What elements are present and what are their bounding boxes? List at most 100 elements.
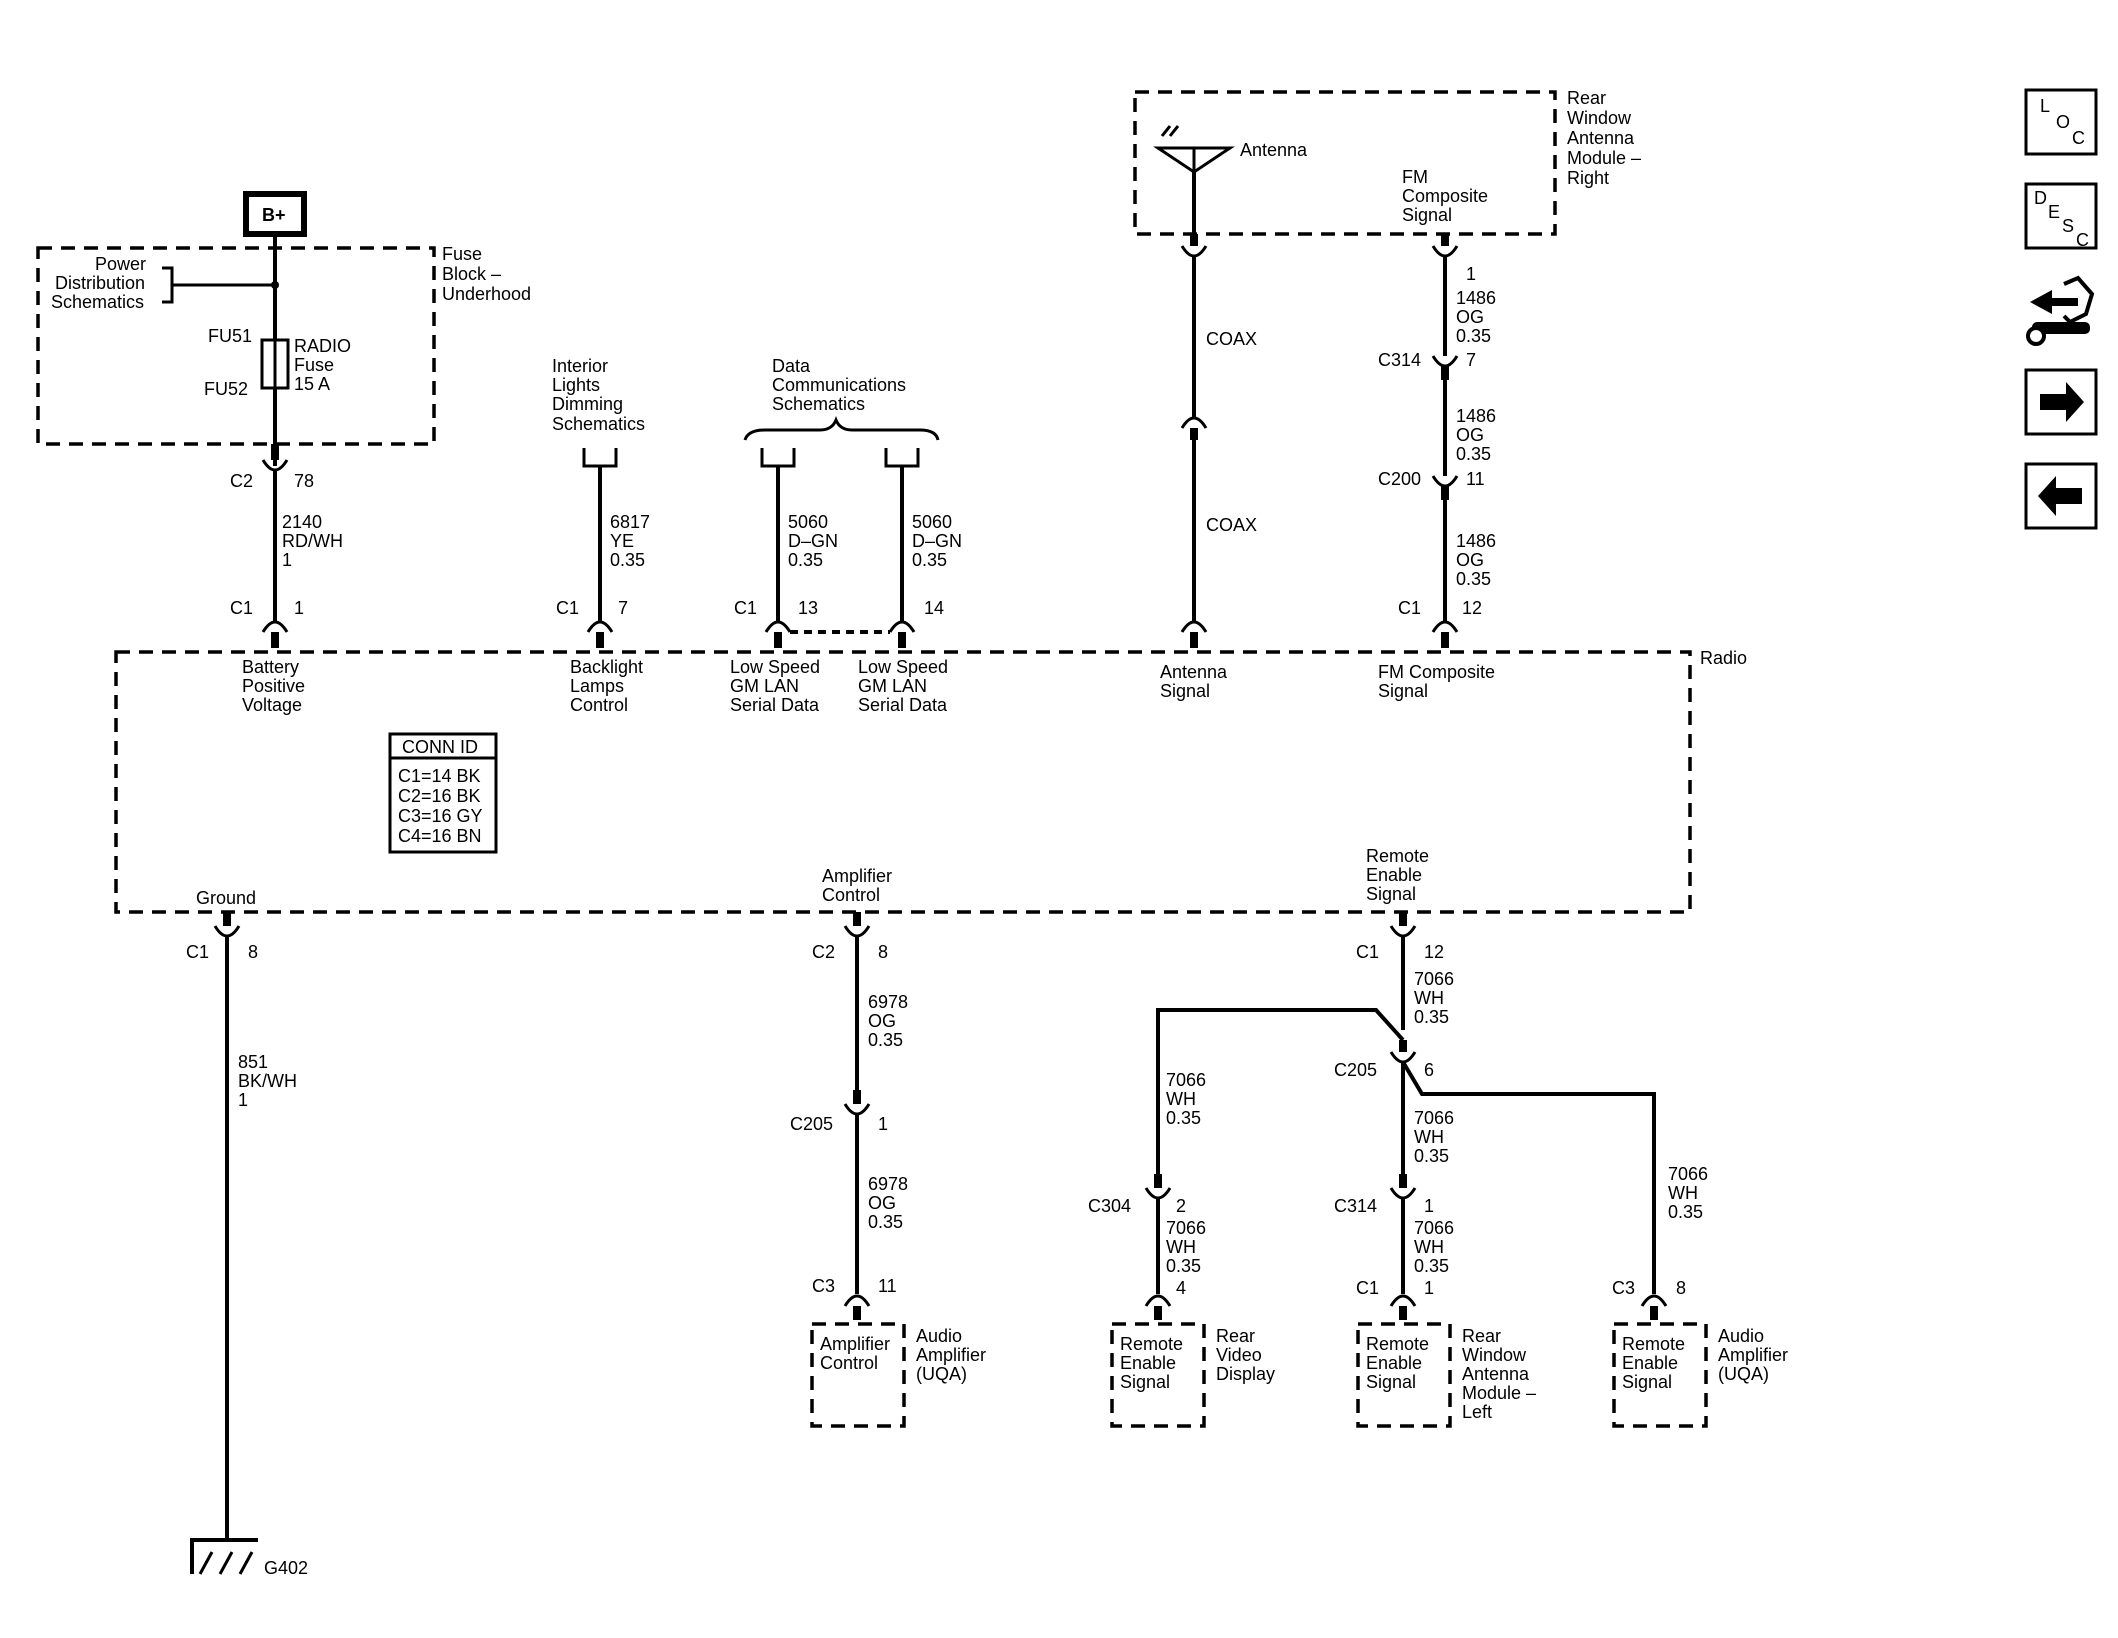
- diagram-label: C205: [790, 1114, 833, 1134]
- diagram-label: Audio: [916, 1326, 962, 1346]
- diagram-label: E: [2048, 202, 2060, 222]
- diagram-label: Audio: [1718, 1326, 1764, 1346]
- diagram-label: OG: [1456, 550, 1484, 570]
- diagram-label: C314: [1334, 1196, 1377, 1216]
- diagram-label: Signal: [1366, 1372, 1416, 1392]
- diagram-label: OG: [868, 1011, 896, 1031]
- diagram-label: 1: [294, 598, 304, 618]
- diagram-label: D: [2034, 188, 2047, 208]
- diagram-label: C: [2072, 128, 2085, 148]
- diagram-label: 0.35: [1166, 1256, 1201, 1276]
- diagram-label: Display: [1216, 1364, 1275, 1384]
- diagram-label: FM Composite: [1378, 662, 1495, 682]
- diagram-label: C3=16 GY: [398, 806, 483, 826]
- diagram-label: Voltage: [242, 695, 302, 715]
- diagram-label: 0.35: [788, 550, 823, 570]
- diagram-label: 6978: [868, 992, 908, 1012]
- diagram-label: C: [2076, 230, 2089, 250]
- diagram-label: Signal: [1366, 884, 1416, 904]
- diagram-label: Rear: [1216, 1326, 1255, 1346]
- antenna-module-title: Rear Window Antenna Module – Right: [1567, 88, 1641, 188]
- diagram-label: C3: [812, 1276, 835, 1296]
- diagram-label: FU51: [208, 326, 252, 346]
- diagram-label: C1: [186, 942, 209, 962]
- diagram-label: BK/WH: [238, 1071, 297, 1091]
- diagram-label: 4: [1176, 1278, 1186, 1298]
- battery-wire: C2 78 2140 RD/WH 1 C1 1: [230, 444, 343, 648]
- amplifier-control-wire: C2 8 6978 OG 0.35 C205 1 6978 OG 0.35 C3…: [790, 912, 908, 1320]
- connector-tool-button[interactable]: [2026, 275, 2095, 346]
- diagram-label: Schematics: [552, 414, 645, 434]
- antenna-signal-label: Antenna Signal: [1160, 662, 1228, 701]
- diagram-label: Antenna: [1567, 128, 1635, 148]
- ground-circuit: Ground C1 8 851 BK/WH 1 G402: [186, 888, 308, 1578]
- diagram-label: C2: [230, 471, 253, 491]
- diagram-label: 11: [1466, 469, 1485, 489]
- diagram-label: Enable: [1622, 1353, 1678, 1373]
- remote-branch-antenna-left: 7066 WH 0.35 C314 1 7066 WH 0.35 C1 1 Re…: [1334, 1062, 1536, 1428]
- diagram-label: Rear: [1462, 1326, 1501, 1346]
- diagram-label: 0.35: [1456, 326, 1491, 346]
- diagram-label: WH: [1668, 1183, 1698, 1203]
- diagram-label: C1: [1398, 598, 1421, 618]
- diagram-label: 6817: [610, 512, 650, 532]
- diagram-label: Schematics: [772, 394, 865, 414]
- interior-lights-ref: Interior Lights Dimming Schematics: [552, 356, 645, 468]
- diagram-label: Amplifier: [820, 1334, 890, 1354]
- diagram-label: D–GN: [912, 531, 962, 551]
- diagram-label: COAX: [1206, 329, 1257, 349]
- diagram-label: C2=16 BK: [398, 786, 481, 806]
- diagram-label: RADIO: [294, 336, 351, 356]
- diagram-label: Battery: [242, 657, 299, 677]
- diagram-label: 0.35: [1166, 1108, 1201, 1128]
- diagram-label: C4=16 BN: [398, 826, 482, 846]
- diagram-label: Serial Data: [858, 695, 948, 715]
- diagram-label: S: [2062, 216, 2074, 236]
- diagram-label: 12: [1462, 598, 1482, 618]
- diagram-label: 1486: [1456, 406, 1496, 426]
- diagram-label: 7066: [1414, 969, 1454, 989]
- diagram-label: Data: [772, 356, 811, 376]
- diagram-label: Distribution: [55, 273, 145, 293]
- loc-button[interactable]: L O C: [2024, 88, 2098, 156]
- diagram-label: 1: [1424, 1196, 1434, 1216]
- power-distribution-ref: Power Distribution Schematics: [51, 254, 279, 312]
- diagram-label: Schematics: [51, 292, 144, 312]
- remote-enable-trunk: C1 12 7066 WH 0.35 C205 6: [1156, 912, 1656, 1294]
- b-plus-box: B+: [243, 191, 307, 237]
- diagram-label: Window: [1567, 108, 1632, 128]
- desc-button[interactable]: D E S C: [2024, 182, 2098, 250]
- next-arrow-button[interactable]: [2024, 368, 2098, 436]
- diagram-label: Enable: [1120, 1353, 1176, 1373]
- diagram-label: OG: [1456, 425, 1484, 445]
- diagram-label: Control: [820, 1353, 878, 1373]
- diagram-label: Communications: [772, 375, 906, 395]
- diagram-label: 1: [1466, 264, 1476, 284]
- diagram-label: 7066: [1414, 1108, 1454, 1128]
- back-arrow-button[interactable]: [2024, 462, 2098, 530]
- right-arrow-icon: [2040, 382, 2084, 422]
- fuse-block-outline: [36, 246, 436, 446]
- diagram-label: 0.35: [1456, 444, 1491, 464]
- diagram-label: 7: [1466, 350, 1476, 370]
- diagram-label: GM LAN: [858, 676, 927, 696]
- diagram-label: Remote: [1366, 846, 1429, 866]
- diagram-label: YE: [610, 531, 634, 551]
- diagram-label: Amplifier: [822, 866, 892, 886]
- diagram-label: WH: [1414, 988, 1444, 1008]
- remote-branch-rear-video: 7066 WH 0.35 C304 2 7066 WH 0.35 4 Remot…: [1088, 1070, 1275, 1428]
- diagram-label: B+: [262, 205, 286, 225]
- diagram-label: Ground: [196, 888, 256, 908]
- diagram-label: C314: [1378, 350, 1421, 370]
- diagram-label: 0.35: [868, 1212, 903, 1232]
- diagram-label: O: [2056, 112, 2070, 132]
- lan-wire-a: 5060 D–GN 0.35 C1 13: [734, 466, 838, 648]
- diagram-label: G402: [264, 1558, 308, 1578]
- backlight-wire: 6817 YE 0.35 C1 7: [556, 466, 650, 648]
- diagram-label: Module –: [1462, 1383, 1536, 1403]
- diagram-label: Remote: [1622, 1334, 1685, 1354]
- diagram-label: 7066: [1166, 1070, 1206, 1090]
- diagram-label: 8: [878, 942, 888, 962]
- fm-signal-label: FM Composite Signal: [1378, 662, 1495, 701]
